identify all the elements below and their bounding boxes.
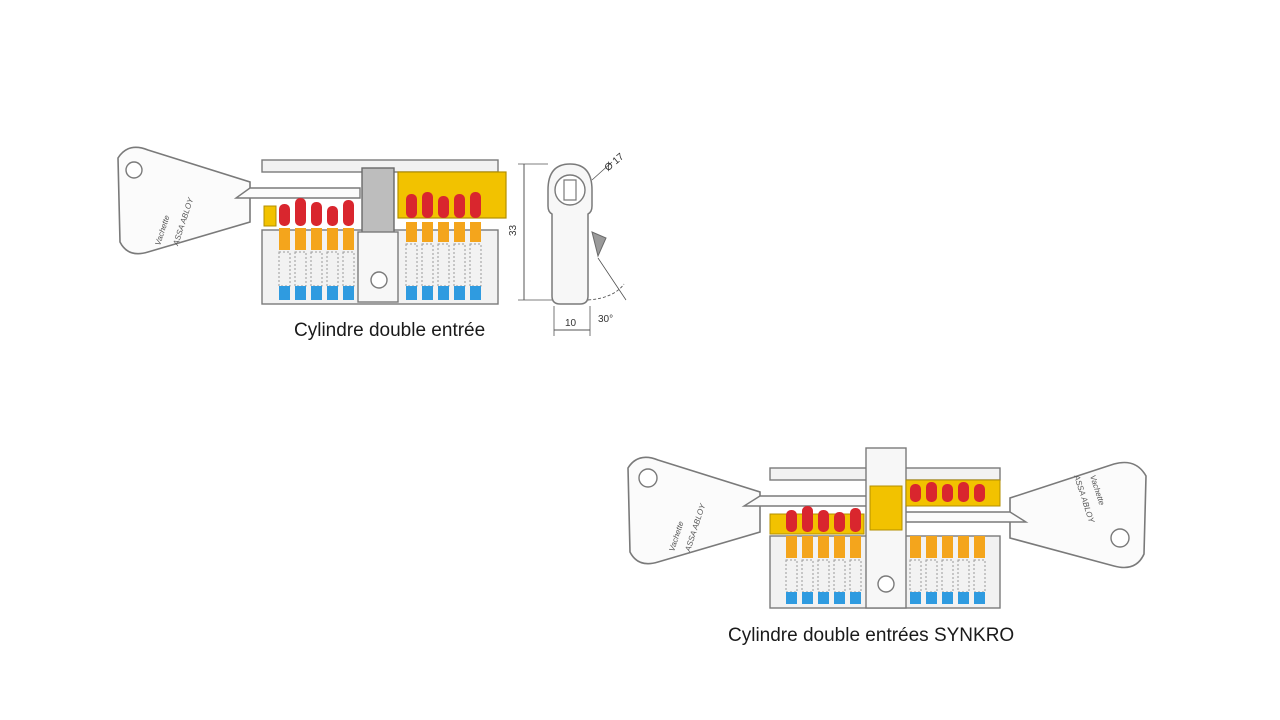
- pin-stack-right: [909, 482, 986, 604]
- cam-housing: [357, 231, 399, 303]
- height-dimension: 33: [508, 224, 519, 236]
- key-left: Vachette ASSA ABLOY: [117, 146, 361, 255]
- key-hole: [125, 161, 143, 179]
- key-blade: [233, 187, 361, 199]
- angle-dimension: 30°: [598, 314, 613, 325]
- diameter-dimension: Ø 17: [603, 151, 627, 174]
- fixing-screw-hole: [370, 271, 388, 289]
- pin-stack-left: [785, 506, 862, 604]
- key-hole: [638, 468, 658, 488]
- cylinder-profile-view: 33 10 Ø 17 30°: [508, 151, 627, 336]
- key-left: Vachette ASSA ABLOY: [627, 456, 871, 565]
- cam-tab: [591, 231, 607, 258]
- key-right: Vachette ASSA ABLOY: [899, 461, 1147, 569]
- cylinder-double-entry-figure: Vachette ASSA ABLOY: [117, 146, 627, 336]
- cylinder-synkro-figure: Vachette ASSA ABLOY Vachette ASSA ABLOY: [627, 447, 1147, 609]
- key-blade: [741, 495, 871, 507]
- figure-caption-double-entry: Cylindre double entrée: [294, 320, 486, 341]
- width-dimension: 10: [565, 318, 577, 329]
- brass-plug-left: [769, 513, 865, 535]
- key-hole: [1110, 528, 1130, 548]
- key-blade: [899, 511, 1029, 523]
- figure-caption-synkro: Cylindre double entrées SYNKRO: [728, 625, 1015, 646]
- synkro-clutch: [869, 485, 903, 531]
- pin-stack-right: [405, 192, 482, 300]
- fixing-screw-hole: [877, 575, 895, 593]
- pin-stack-left: [263, 198, 355, 300]
